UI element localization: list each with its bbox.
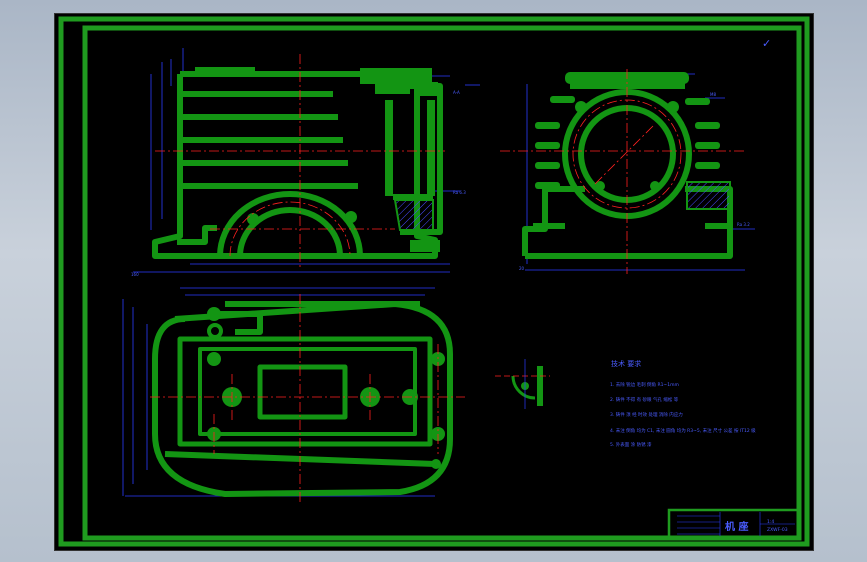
tech-req-item-3: 3. 铸件 须 经 时效 处理 消除 内应力	[610, 411, 683, 418]
tech-req-item-5: 5. 外表面 涂 防锈 漆	[610, 441, 652, 448]
title-scale: 1:4	[767, 519, 774, 525]
roughness-symbol: ✓	[762, 37, 771, 50]
drawing-sheet: 160 A-A Ra 6.3	[54, 13, 814, 551]
svg-text:Ra 3.2: Ra 3.2	[737, 222, 750, 227]
detail-view	[495, 359, 550, 409]
tech-req-item-1: 1. 去除 锐边 毛刺 倒角 R1~1mm	[610, 381, 679, 388]
svg-text:M8: M8	[710, 92, 716, 97]
svg-text:Ra 6.3: Ra 6.3	[453, 190, 466, 195]
side-view: Ra 3.2 20 M8	[500, 69, 755, 274]
cad-drawing-canvas: 160 A-A Ra 6.3	[58, 16, 810, 547]
tech-req-heading: 技术 要求	[611, 359, 641, 368]
technical-requirements: 技术 要求 1. 去除 锐边 毛刺 倒角 R1~1mm 2. 铸件 不得 有 砂…	[610, 359, 756, 448]
tech-req-item-2: 2. 铸件 不得 有 砂眼 气孔 缩松 等	[610, 396, 679, 403]
top-view	[122, 287, 465, 504]
title-block: 机 座 1:4 ZXWF-03	[667, 508, 801, 540]
title-part-name: 机 座	[725, 520, 748, 533]
svg-text:160: 160	[131, 272, 139, 277]
svg-text:20: 20	[519, 266, 525, 271]
svg-text:A-A: A-A	[453, 90, 460, 95]
tech-req-item-4: 4. 未注 倒角 均为 C1, 未注 圆角 均为 R3~5, 未注 尺寸 公差 …	[610, 427, 756, 434]
drawing-border	[58, 16, 810, 547]
title-drawing-no: ZXWF-03	[767, 527, 788, 533]
front-view: 160 A-A Ra 6.3	[131, 48, 480, 277]
